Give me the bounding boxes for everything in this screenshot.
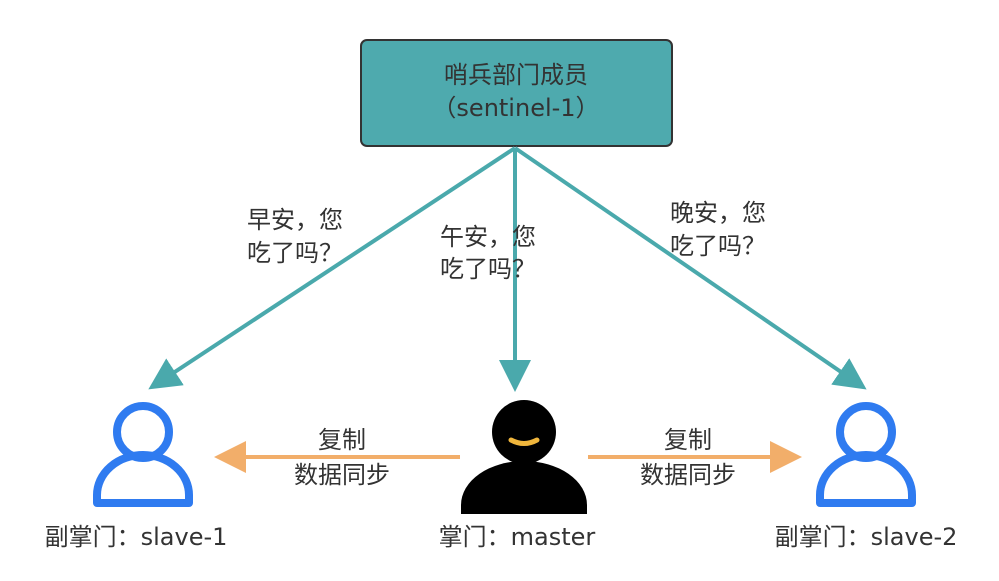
greeting-left-line2: 吃了吗？ [247,239,343,267]
arrow-sentinel-to-slave2 [513,146,867,390]
greeting-left-line1: 早安，您 [247,206,343,234]
slave1-user-icon [93,402,193,507]
master-user-icon [461,400,587,514]
greeting-middle-line2: 吃了吗？ [440,255,536,283]
slave2-label: 副掌门：slave-2 [775,523,958,551]
greeting-right-line1: 晚安，您 [670,199,766,227]
sentinel-subtitle: （sentinel-1） [432,94,599,122]
arrow-sentinel-to-slave1 [148,146,517,390]
replication-right-line1: 复制 [664,426,712,454]
slave2-user-icon [816,402,916,507]
sentinel-box [360,39,673,147]
replication-left-line1: 复制 [318,426,366,454]
master-label: 掌门：master [439,523,596,551]
greeting-middle-line1: 午安，您 [440,223,536,251]
sentinel-title: 哨兵部门成员 [444,61,588,89]
smile-icon [508,437,540,446]
greeting-right-line2: 吃了吗？ [670,232,766,260]
replication-right-line2: 数据同步 [640,461,736,489]
replication-left-line2: 数据同步 [294,461,390,489]
slave1-label: 副掌门：slave-1 [45,523,228,551]
sentinel-node: 哨兵部门成员 （sentinel-1） [360,39,673,147]
